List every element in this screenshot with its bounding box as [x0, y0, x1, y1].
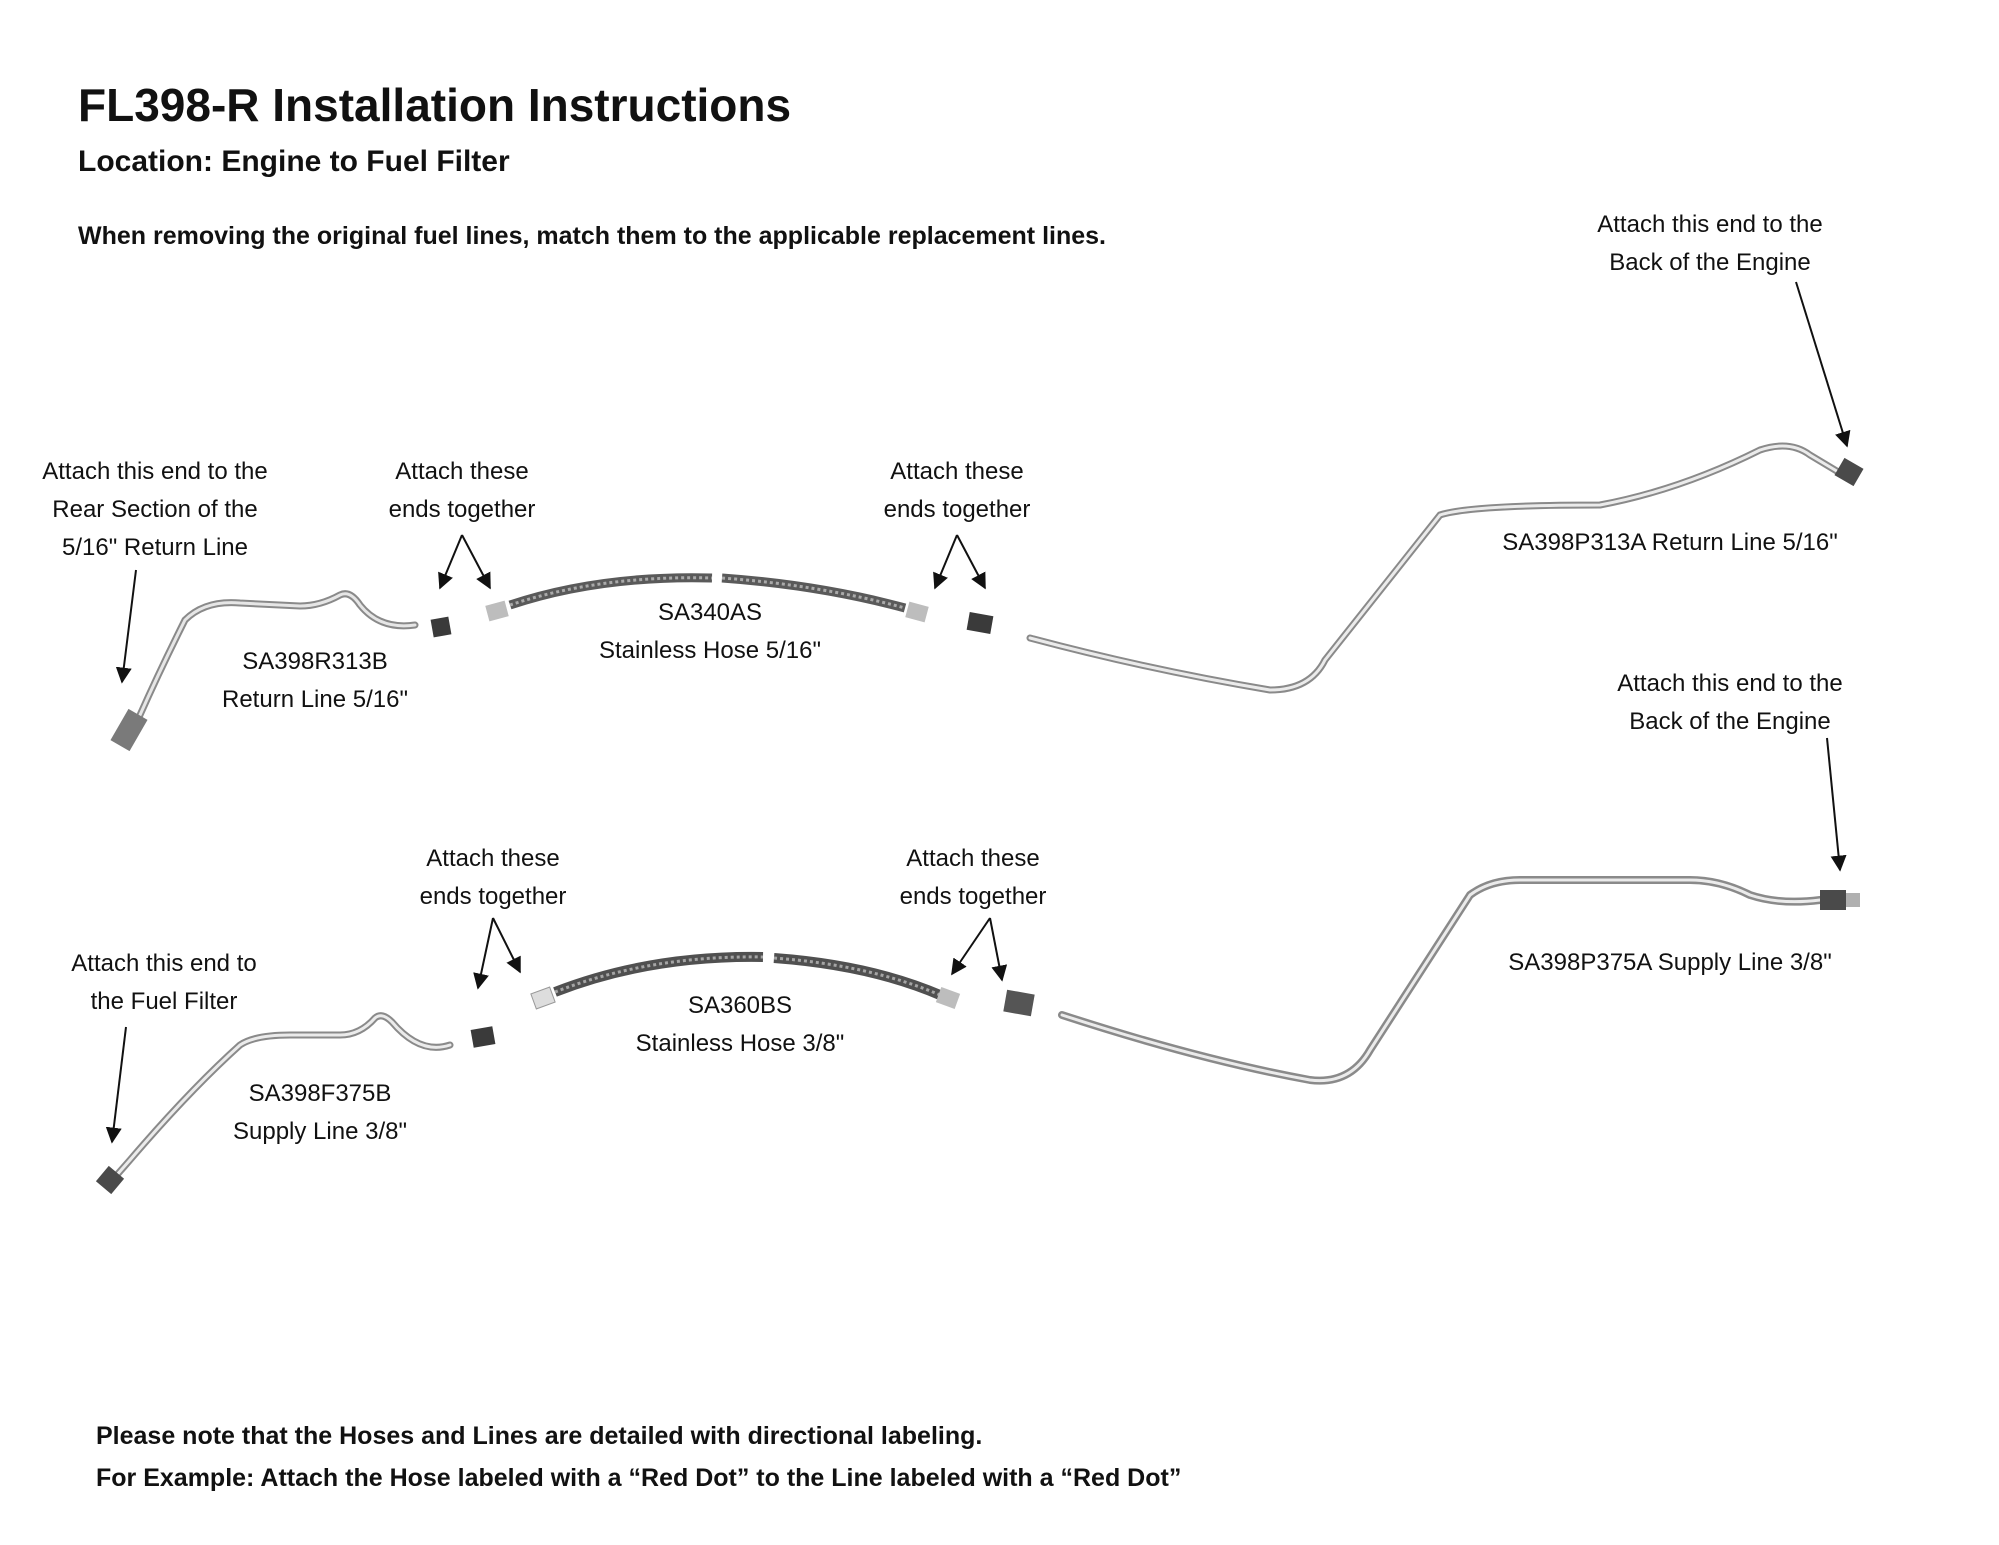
supply-front-line-label: SA398P375A Supply Line 3/8" — [1508, 949, 1832, 976]
return-engine-fitting — [1834, 457, 1864, 487]
return-front-line — [1026, 442, 1864, 694]
return-rear-nut — [430, 616, 452, 638]
supply-front-line — [1058, 876, 1860, 1085]
supply-rear-line — [95, 1012, 454, 1195]
return-rear-fitting — [110, 708, 148, 752]
return-rear-line — [110, 590, 419, 752]
supply-hose — [530, 951, 961, 1010]
supply-front-nut — [1003, 989, 1035, 1017]
instruction-text: When removing the original fuel lines, m… — [78, 222, 1106, 250]
location-subtitle: Location: Engine to Fuel Filter — [78, 145, 510, 178]
supply-rear-nut — [470, 1026, 496, 1048]
return-front-nut — [966, 612, 994, 634]
page-title: FL398-R Installation Instructions — [78, 79, 792, 131]
supply-filter-fitting — [95, 1165, 125, 1195]
return-front-line-label: SA398P313A Return Line 5/16" — [1502, 529, 1838, 556]
footer-note-2: For Example: Attach the Hose labeled wit… — [96, 1464, 1182, 1492]
supply-engine-fitting — [1820, 890, 1846, 910]
return-hose — [485, 573, 929, 623]
footer-note-1: Please note that the Hoses and Lines are… — [96, 1422, 983, 1450]
